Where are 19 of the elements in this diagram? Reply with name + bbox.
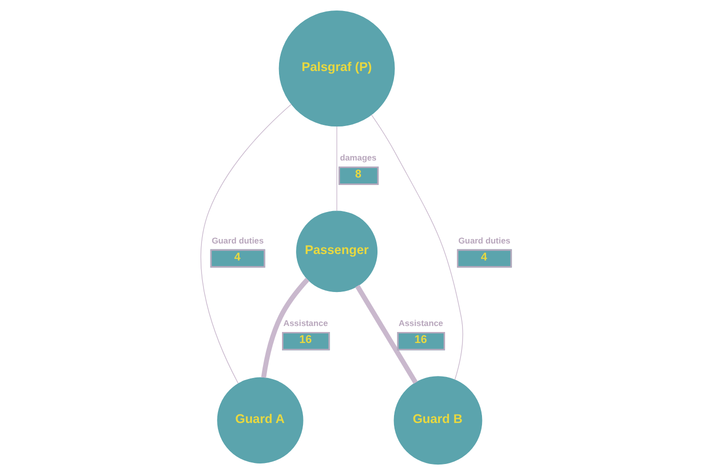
node-circle: Palsgraf (P) — [278, 10, 395, 127]
edge-label: Guard duties — [458, 235, 510, 246]
edge-label: Assistance — [398, 318, 444, 328]
connector — [336, 126, 338, 212]
connector — [355, 284, 418, 384]
edge-label: Guard duties — [212, 235, 264, 246]
label: 4 — [480, 251, 488, 264]
connector — [371, 114, 464, 380]
connector — [200, 104, 292, 384]
connector — [261, 278, 310, 378]
label: 4 — [234, 251, 240, 264]
label: 16 — [414, 334, 427, 346]
node-circle: Passenger — [296, 210, 378, 292]
label: 16 — [299, 334, 312, 346]
edge-label: Assistance — [283, 318, 328, 328]
edge-label: damages — [340, 152, 376, 163]
node-circle: Guard B — [394, 376, 482, 465]
label: 8 — [355, 168, 362, 181]
node-circle: Guard A — [217, 377, 304, 464]
